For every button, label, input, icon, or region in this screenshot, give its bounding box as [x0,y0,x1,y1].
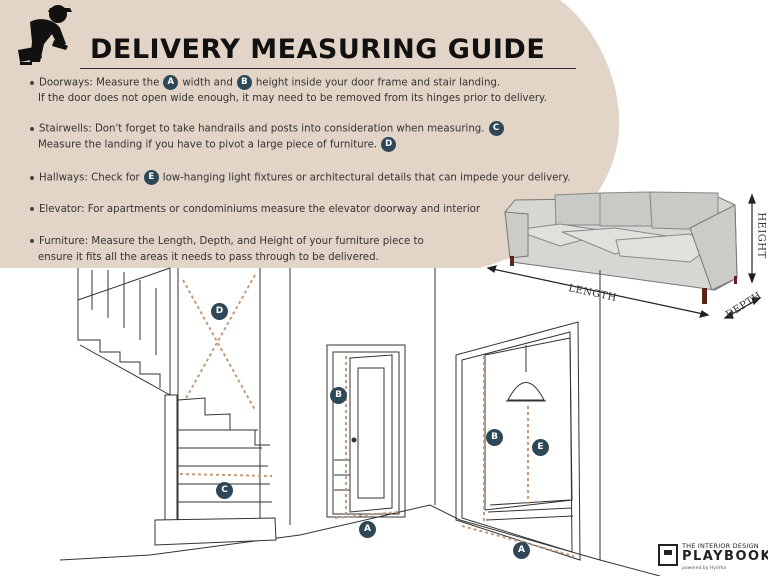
bullet-stairwells: Stairwells: Don't forget to take handrai… [30,121,508,138]
playbook-logo-icon [658,544,678,566]
sofa-dimension-lines [486,193,762,319]
marker-c: C [216,482,233,499]
bullet-text: height inside your door frame and stair … [255,77,501,89]
bullet-text: Hallways: Check for [39,172,140,184]
badge-a: A [163,75,179,90]
bullet-text: Doorways: Measure the [39,77,160,89]
brand-line2: PLAYBOOK [682,549,768,564]
marker-e: E [532,439,549,456]
bullet-text: low-hanging light fixtures or architectu… [162,172,571,184]
bullet-dot [30,239,34,243]
bullet-dot [30,126,34,131]
bullet-text: Furniture: Measure the Length, Depth, an… [39,236,424,247]
header-banner [0,0,620,268]
bullet-dot [30,207,34,211]
room-line-art [59,267,661,576]
height-label: HEIGHT [755,212,767,259]
worker-icon [18,5,72,65]
marker-b-door: B [330,387,347,404]
title-underline [80,68,576,69]
marker-b-hall: B [486,429,503,446]
bullet-stairwells-line2: Measure the landing if you have to pivot… [38,137,400,154]
bullet-dot [30,175,34,180]
page-title: DELIVERY MEASURING GUIDE [90,34,546,65]
bullet-elevator: Elevator: For apartments or condominiums… [30,202,480,218]
bullet-furniture: Furniture: Measure the Length, Depth, an… [30,234,424,250]
brand-logo: THE INTERIOR DESIGN PLAYBOOK powered by … [658,542,768,572]
bullet-doorways-line2: If the door does not open wide enough, i… [38,93,547,104]
bullet-furniture-line2: ensure it fits all the areas it needs to… [38,252,379,263]
marker-a-hall: A [513,542,530,559]
sofa-drawing [504,191,738,304]
bullet-text: Measure the landing if you have to pivot… [38,139,378,151]
marker-a-door: A [359,521,376,538]
badge-e: E [143,170,159,185]
bullet-text: width and [182,77,233,89]
badge-c: C [488,121,504,136]
brand-line1: THE INTERIOR DESIGN [682,542,759,550]
bullet-dot [30,80,34,85]
bullet-text: Elevator: For apartments or condominiums… [39,204,481,215]
brand-line3: powered by Hydrha [682,566,727,571]
bullet-text: Stairwells: Don't forget to take handrai… [39,123,485,135]
badge-b: B [236,75,252,90]
badge-d: D [381,137,397,152]
marker-d: D [211,303,228,320]
measurement-guides [179,274,575,557]
